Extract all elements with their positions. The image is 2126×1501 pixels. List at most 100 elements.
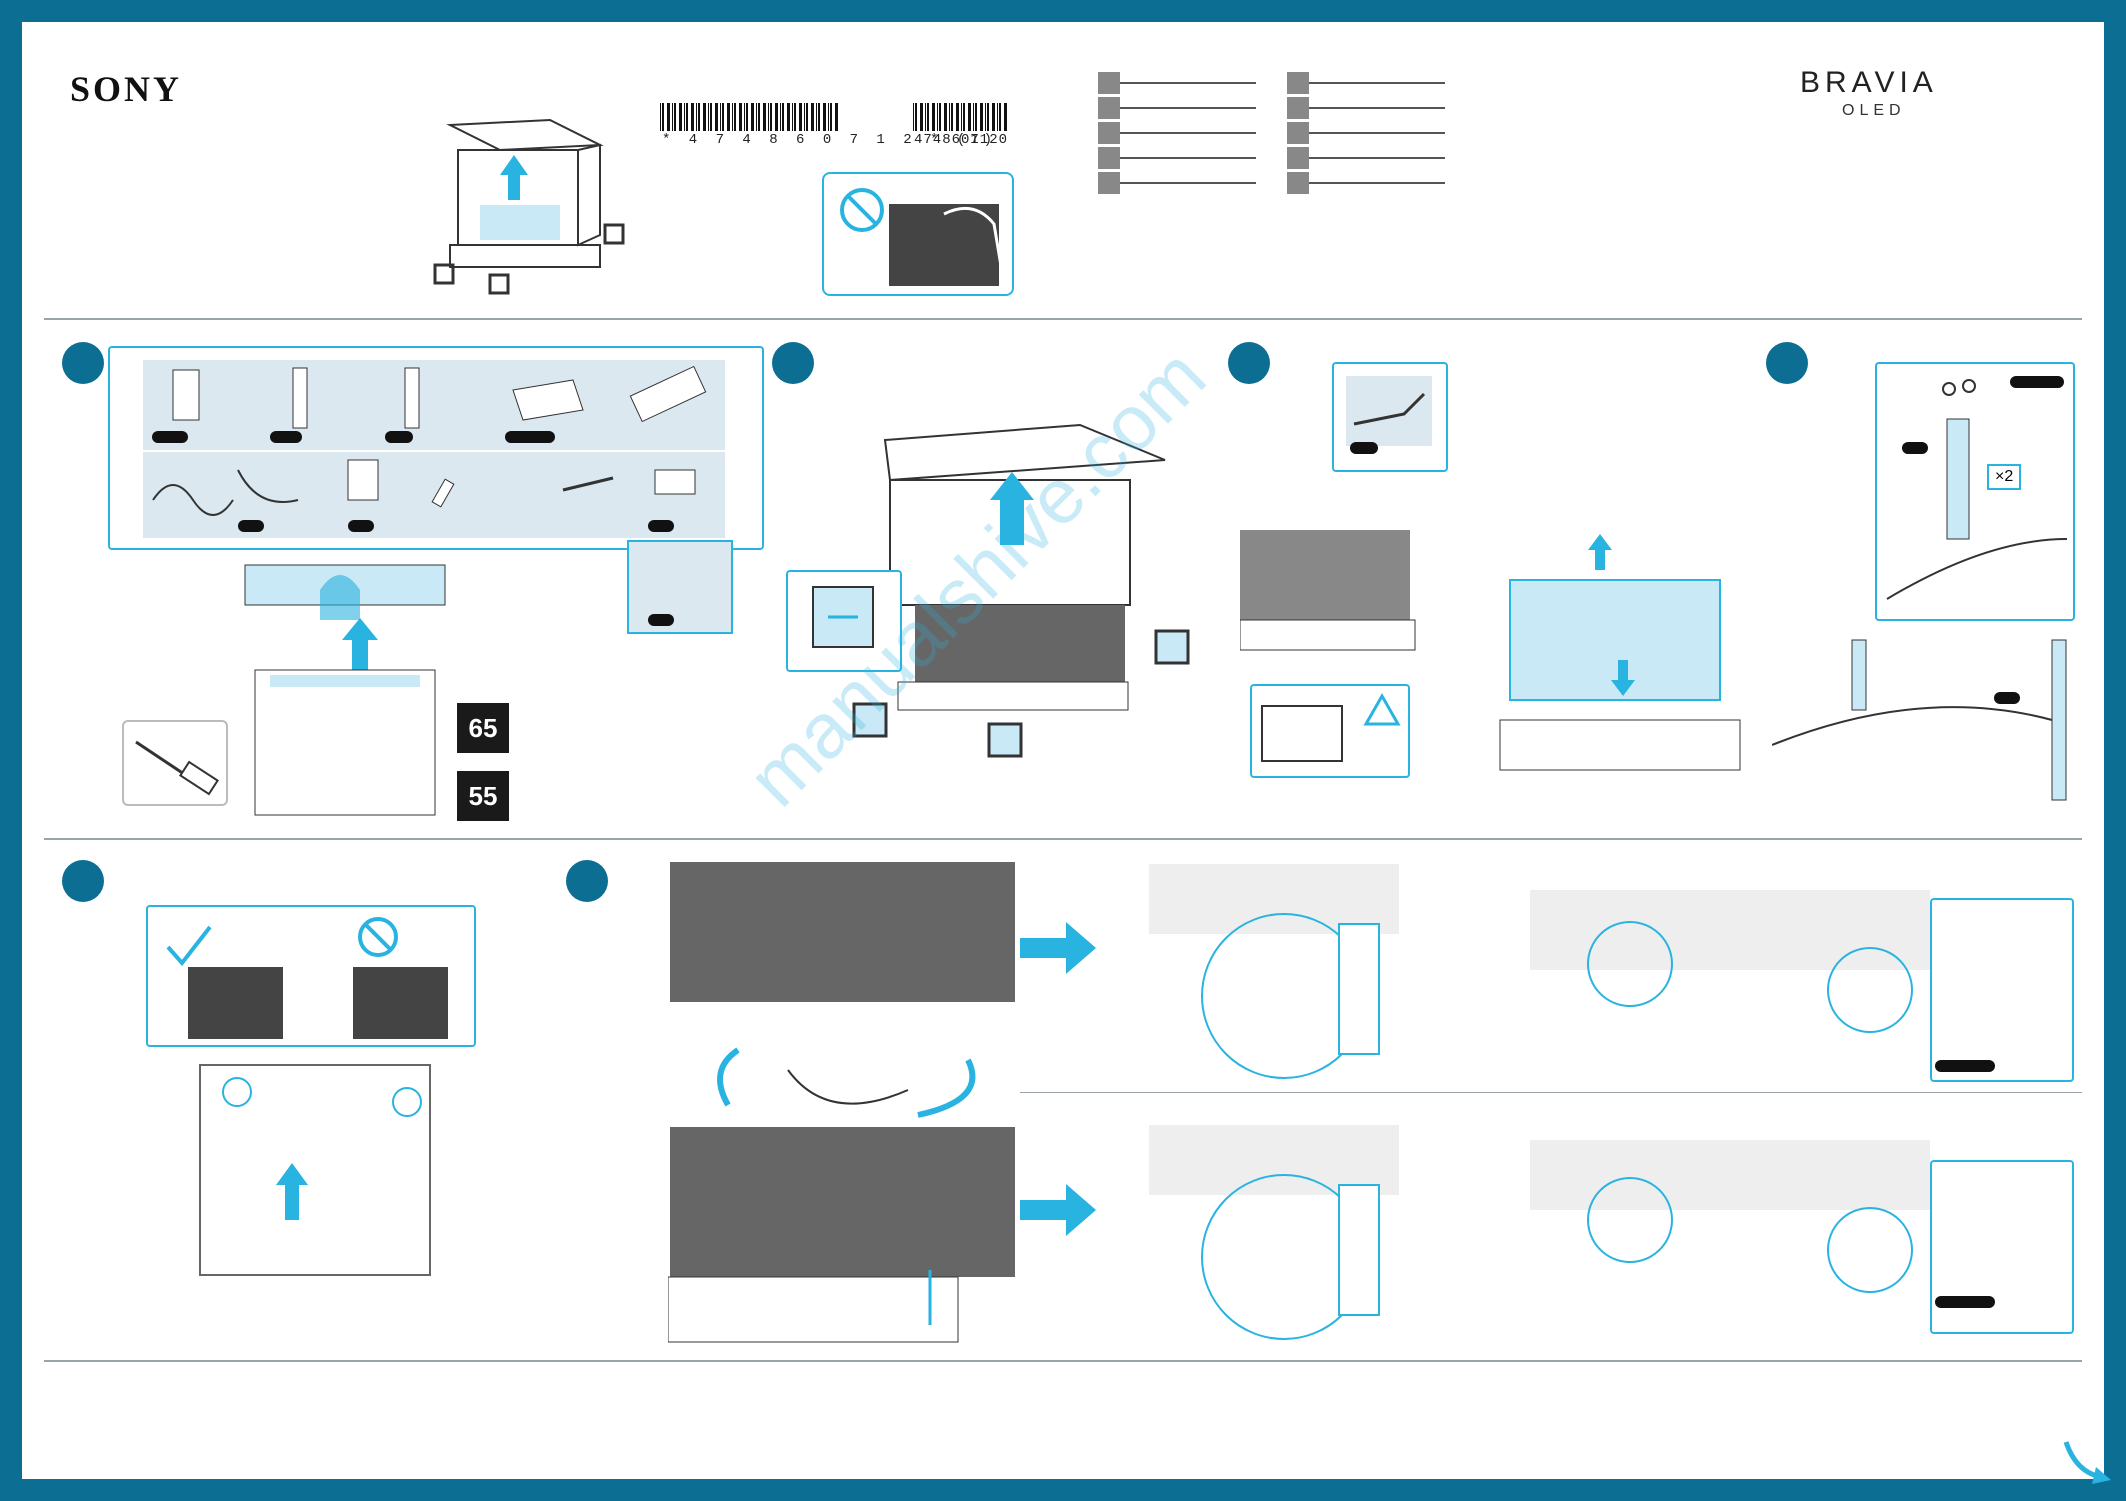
screw-detail-label-1 (1935, 1060, 1995, 1072)
size-65-badge: 65 (457, 703, 509, 753)
accessory-label-4 (505, 431, 555, 443)
handling-illustration (166, 917, 448, 1039)
arrow-right-2 (1020, 1184, 1096, 1236)
bravia-logo: BRAVIA (1800, 66, 1938, 99)
page-turn-icon (2063, 1441, 2111, 1484)
stand-mount-wide-illustration (670, 862, 1015, 1118)
barcode-left-number: * 4 7 4 8 6 0 7 1 2 * (1) (662, 132, 998, 148)
column-label-2 (1994, 692, 2020, 704)
stand-part-illustration (1346, 376, 1432, 446)
language-rule (1309, 82, 1445, 84)
screwdriver-icon (135, 740, 219, 796)
step-2-marker (772, 342, 814, 384)
stand-part-label (1350, 442, 1378, 454)
stand-assembly-illustration (1886, 379, 2068, 600)
language-row (1098, 172, 1256, 194)
step-4-marker (1766, 342, 1808, 384)
language-row (1098, 122, 1256, 144)
accessory-label-6 (348, 520, 374, 532)
do-not-press-screen-callout (822, 172, 1014, 296)
language-marker (1287, 122, 1309, 144)
language-row (1098, 97, 1256, 119)
language-marker (1098, 122, 1120, 144)
accessory-label-7 (648, 520, 674, 532)
clip-release-illustration (812, 586, 874, 648)
do-not-press-screen-illustration (840, 188, 1006, 286)
accessory-label-1 (152, 431, 188, 443)
screw-label (2010, 376, 2064, 388)
language-rule (1309, 132, 1445, 134)
open-box-illustration (1240, 530, 1416, 651)
barcode-right (913, 103, 1007, 131)
language-marker (1287, 97, 1309, 119)
clip-icon-3 (1154, 629, 1190, 665)
language-rule (1309, 182, 1445, 184)
barcode-left (660, 103, 838, 131)
language-marker (1098, 72, 1120, 94)
accessory-bracket-box (627, 540, 733, 634)
caution-illustration (1261, 692, 1401, 762)
stand-part-callout (1332, 362, 1448, 472)
language-row (1287, 72, 1445, 94)
size-55-badge: 55 (457, 771, 509, 821)
caution-callout (1250, 684, 1410, 778)
language-row (1098, 147, 1256, 169)
section-divider-2 (44, 838, 2082, 840)
language-row (1287, 147, 1445, 169)
accessories-panel (143, 360, 725, 450)
language-marker (1287, 147, 1309, 169)
screw-detail-label-2 (1935, 1296, 1995, 1308)
stand-base-illustration (1772, 639, 2067, 801)
stand-insert-narrow-illustration (1149, 1125, 1399, 1340)
accessories-illustration (152, 365, 707, 516)
stand-mount-narrow-illustration (668, 1127, 1015, 1343)
language-rule (1120, 132, 1256, 134)
language-rule (1120, 107, 1256, 109)
language-rule (1120, 82, 1256, 84)
clip-icon-2 (987, 722, 1023, 758)
accessory-label-8 (648, 614, 674, 626)
section-divider-4 (44, 1360, 2082, 1362)
two-person-lift-illustration (1499, 534, 1741, 771)
step-5-marker (62, 860, 104, 902)
language-rule (1120, 182, 1256, 184)
step-6-marker (566, 860, 608, 902)
language-row (1287, 172, 1445, 194)
unboxing-overview-illustration (433, 118, 625, 295)
box-opening-illustration (244, 564, 446, 816)
accessory-label-3 (385, 431, 413, 443)
language-row (1098, 72, 1256, 94)
sony-logo: SONY (70, 69, 183, 109)
language-row (1287, 97, 1445, 119)
language-marker (1287, 172, 1309, 194)
prohibited-icon (840, 188, 884, 232)
warning-icon (1363, 692, 1401, 726)
accessory-label-2 (270, 431, 302, 443)
language-marker (1098, 147, 1120, 169)
clip-icon-1 (852, 702, 888, 738)
multiplier-label: ×2 (1987, 464, 2022, 490)
stand-insert-wide-illustration (1149, 864, 1399, 1079)
language-rule (1309, 107, 1445, 109)
section-divider-3 (1020, 1092, 2082, 1093)
barcode-right-number: 4748607120 (914, 132, 1009, 148)
accessory-label-5 (238, 520, 264, 532)
arrow-right-1 (1020, 922, 1096, 974)
screw-attach-narrow-illustration (1530, 1140, 1930, 1293)
language-rule (1309, 157, 1445, 159)
step-3-marker (1228, 342, 1270, 384)
language-marker (1098, 97, 1120, 119)
language-marker (1098, 172, 1120, 194)
step-1-marker (62, 342, 104, 384)
section-divider-1 (44, 318, 2082, 320)
stand-assembly-callout: ×2 (1875, 362, 2075, 621)
screw-attach-wide-illustration (1530, 890, 1930, 1033)
screw-detail-callout-1 (1930, 898, 2074, 1082)
language-marker (1287, 72, 1309, 94)
screwdriver-box (122, 720, 228, 806)
oled-logo: OLED (1842, 102, 1906, 119)
language-rule (1120, 157, 1256, 159)
language-row (1287, 122, 1445, 144)
column-label (1902, 442, 1928, 454)
prohibited-icon-2 (358, 917, 398, 957)
